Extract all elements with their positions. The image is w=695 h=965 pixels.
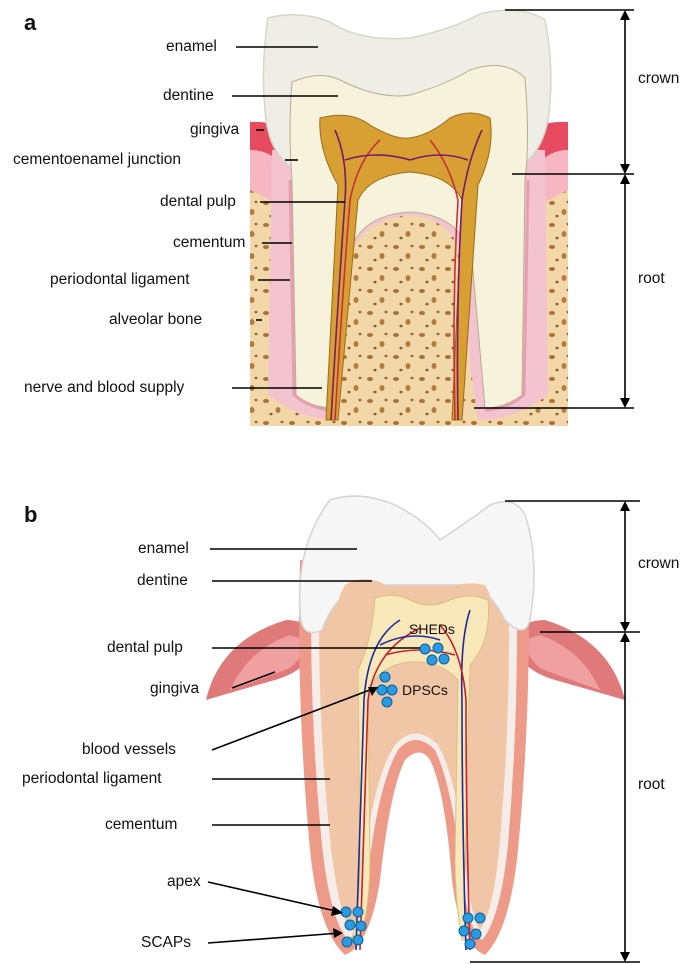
panel-b-label-pulp: dental pulp bbox=[107, 639, 183, 657]
panel-a-crown-label: crown bbox=[638, 70, 679, 88]
panel-b-root-label: root bbox=[638, 776, 665, 794]
panel-b-label-cementum: cementum bbox=[105, 816, 177, 834]
panel-a-root-label: root bbox=[638, 270, 665, 288]
panel-b-label-gingiva: gingiva bbox=[150, 680, 199, 698]
panel-a-label-dentine: dentine bbox=[163, 87, 214, 105]
panel-b-letter: b bbox=[24, 502, 37, 528]
panel-b-label-scaps: SCAPs bbox=[141, 934, 191, 952]
panel-b-label-apex: apex bbox=[167, 873, 201, 891]
panel-b-label-vessels: blood vessels bbox=[82, 741, 176, 759]
panel-b-label-dentine: dentine bbox=[137, 572, 188, 590]
panel-b-label-enamel: enamel bbox=[138, 540, 189, 558]
panel-b-label-pdl: periodontal ligament bbox=[22, 770, 162, 788]
panel-a-label-pdl: periodontal ligament bbox=[50, 271, 190, 289]
panel-b-crown-label: crown bbox=[638, 555, 679, 573]
panel-a-label-nerve: nerve and blood supply bbox=[24, 379, 184, 397]
panel-a-label-bone: alveolar bone bbox=[109, 311, 202, 329]
panel-a-label-enamel: enamel bbox=[166, 38, 217, 56]
panel-a-label-cej: cementoenamel junction bbox=[13, 151, 181, 169]
panel-b-dpscs-label: DPSCs bbox=[402, 682, 448, 698]
panel-b-sheds-label: SHEDs bbox=[409, 621, 455, 637]
panel-a-label-gingiva: gingiva bbox=[190, 121, 239, 139]
panel-a-label-pulp: dental pulp bbox=[160, 193, 236, 211]
panel-a-label-cementum: cementum bbox=[173, 234, 245, 252]
